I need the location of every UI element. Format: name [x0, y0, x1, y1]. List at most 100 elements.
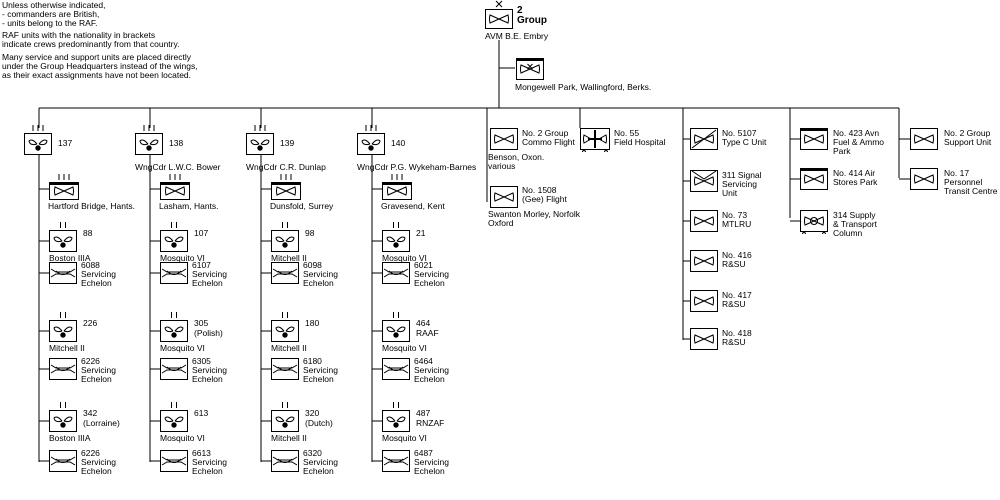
- flight-symbol: [490, 128, 518, 150]
- unit-name: No. 414 Air: [833, 168, 876, 178]
- squadron-aircraft: Mitchell II: [49, 343, 85, 353]
- unit-name: No. 73: [722, 210, 748, 220]
- unit-name: (Gee) Flight: [522, 194, 567, 204]
- wing-symbol: [246, 125, 274, 155]
- echelon-number: 6180: [303, 356, 322, 366]
- flight-symbol: [490, 186, 518, 208]
- unit-location: Benson, Oxon.: [488, 152, 545, 162]
- airfield-symbol: [160, 174, 190, 200]
- note-line: as their exact assignments have not been…: [2, 70, 192, 80]
- unit-name: No. 5107: [722, 128, 757, 138]
- squadron-nationality: (Dutch): [305, 418, 333, 428]
- servicing-echelon-symbol: [49, 450, 77, 472]
- wing-airfield: Gravesend, Kent: [381, 201, 445, 211]
- echelon-label: Servicing: [303, 457, 338, 467]
- squadron-nationality: (Lorraine): [83, 418, 120, 428]
- echelon-label: Echelon: [414, 374, 445, 384]
- wing-symbol: [24, 125, 52, 155]
- servicing-echelon-symbol: [49, 358, 77, 380]
- unit-name: No. 2 Group: [944, 128, 991, 138]
- echelon-number: 6098: [303, 260, 322, 270]
- squadron-aircraft: Mosquito VI: [382, 343, 427, 353]
- airfield-symbol: [271, 174, 301, 200]
- support-unit-symbol: [800, 210, 828, 234]
- squadron-number: 342: [83, 408, 98, 418]
- airfield-symbol: [49, 174, 79, 200]
- echelon-label: Servicing: [192, 365, 227, 375]
- echelon-label: Servicing: [303, 269, 338, 279]
- echelon-label: Echelon: [303, 278, 334, 288]
- squadron-number: 180: [305, 318, 320, 328]
- echelon-number: 6613: [192, 448, 211, 458]
- echelon-number: 6088: [81, 260, 100, 270]
- unit-name: Fuel & Ammo: [833, 137, 885, 147]
- unit-name: R&SU: [722, 299, 746, 309]
- squadron-symbol: [49, 402, 77, 432]
- unit-name: No. 417: [722, 290, 752, 300]
- echelon-number: 6107: [192, 260, 211, 270]
- servicing-echelon-symbol: [271, 358, 299, 380]
- squadron-symbol: [271, 222, 299, 252]
- echelon-label: Servicing: [414, 457, 449, 467]
- group-number: 2: [517, 5, 523, 16]
- unit-name: Field Hospital: [614, 137, 666, 147]
- servicing-echelon-symbol: [382, 358, 410, 380]
- servicing-echelon-symbol: [160, 358, 188, 380]
- echelon-label: Echelon: [414, 278, 445, 288]
- wing-symbol: [357, 125, 385, 155]
- unit-name: No. 416: [722, 250, 752, 260]
- field-hospital-symbol: [580, 128, 610, 152]
- echelon-label: Servicing: [192, 269, 227, 279]
- note-line: under the Group Headquarters instead of …: [2, 61, 198, 71]
- unit-name: Transit Centre: [944, 186, 998, 196]
- squadron-symbol: [160, 222, 188, 252]
- wing-symbol: [135, 125, 163, 155]
- airfield-symbol: [382, 174, 412, 200]
- squadron-number: 107: [194, 228, 209, 238]
- echelon-label: Echelon: [192, 466, 223, 476]
- support-unit-symbol: [910, 128, 938, 150]
- unit-name: Commo Flight: [522, 137, 575, 147]
- echelon-label: Echelon: [303, 374, 334, 384]
- note-line: Many service and support units are place…: [2, 52, 191, 62]
- unit-location: Swanton Morley, Norfolk: [488, 209, 580, 219]
- squadron-aircraft: Mosquito VI: [382, 253, 427, 263]
- squadron-number: 226: [83, 318, 98, 328]
- note-line: - units belong to the RAF.: [2, 18, 98, 28]
- unit-name: No. 17: [944, 168, 970, 178]
- squadron-symbol: [382, 312, 410, 342]
- squadron-number: 487: [416, 408, 431, 418]
- support-unit-symbol: [690, 170, 718, 192]
- echelon-number: 6226: [81, 448, 100, 458]
- note-line: - commanders are British,: [2, 9, 100, 19]
- group-word: Group: [517, 15, 547, 26]
- unit-name: 311 Signal: [722, 170, 762, 180]
- signals-unit-symbol: [516, 58, 544, 80]
- echelon-label: Echelon: [303, 466, 334, 476]
- support-unit-symbol: [690, 250, 718, 272]
- squadron-number: 305: [194, 318, 209, 328]
- servicing-echelon-symbol: [49, 262, 77, 284]
- squadron-number: 320: [305, 408, 320, 418]
- servicing-echelon-symbol: [271, 450, 299, 472]
- support-unit-symbol: [800, 168, 828, 190]
- echelon-number: 6320: [303, 448, 322, 458]
- support-unit-symbol: [690, 328, 718, 350]
- servicing-echelon-symbol: [382, 262, 410, 284]
- support-unit-symbol: [690, 128, 718, 150]
- squadron-aircraft: Mosquito VI: [160, 343, 205, 353]
- echelon-label: Echelon: [81, 466, 112, 476]
- unit-name: Type C Unit: [722, 137, 767, 147]
- unit-name: Personnel: [944, 177, 983, 187]
- echelon-label: Servicing: [81, 457, 116, 467]
- unit-name: No. 2 Group: [522, 128, 569, 138]
- unit-name: Column: [833, 228, 863, 238]
- servicing-echelon-symbol: [382, 450, 410, 472]
- echelon-number: 6464: [414, 356, 433, 366]
- squadron-number: 88: [83, 228, 93, 238]
- servicing-echelon-symbol: [271, 262, 299, 284]
- squadron-symbol: [160, 312, 188, 342]
- echelon-label: Echelon: [192, 374, 223, 384]
- unit-name: Support Unit: [944, 137, 992, 147]
